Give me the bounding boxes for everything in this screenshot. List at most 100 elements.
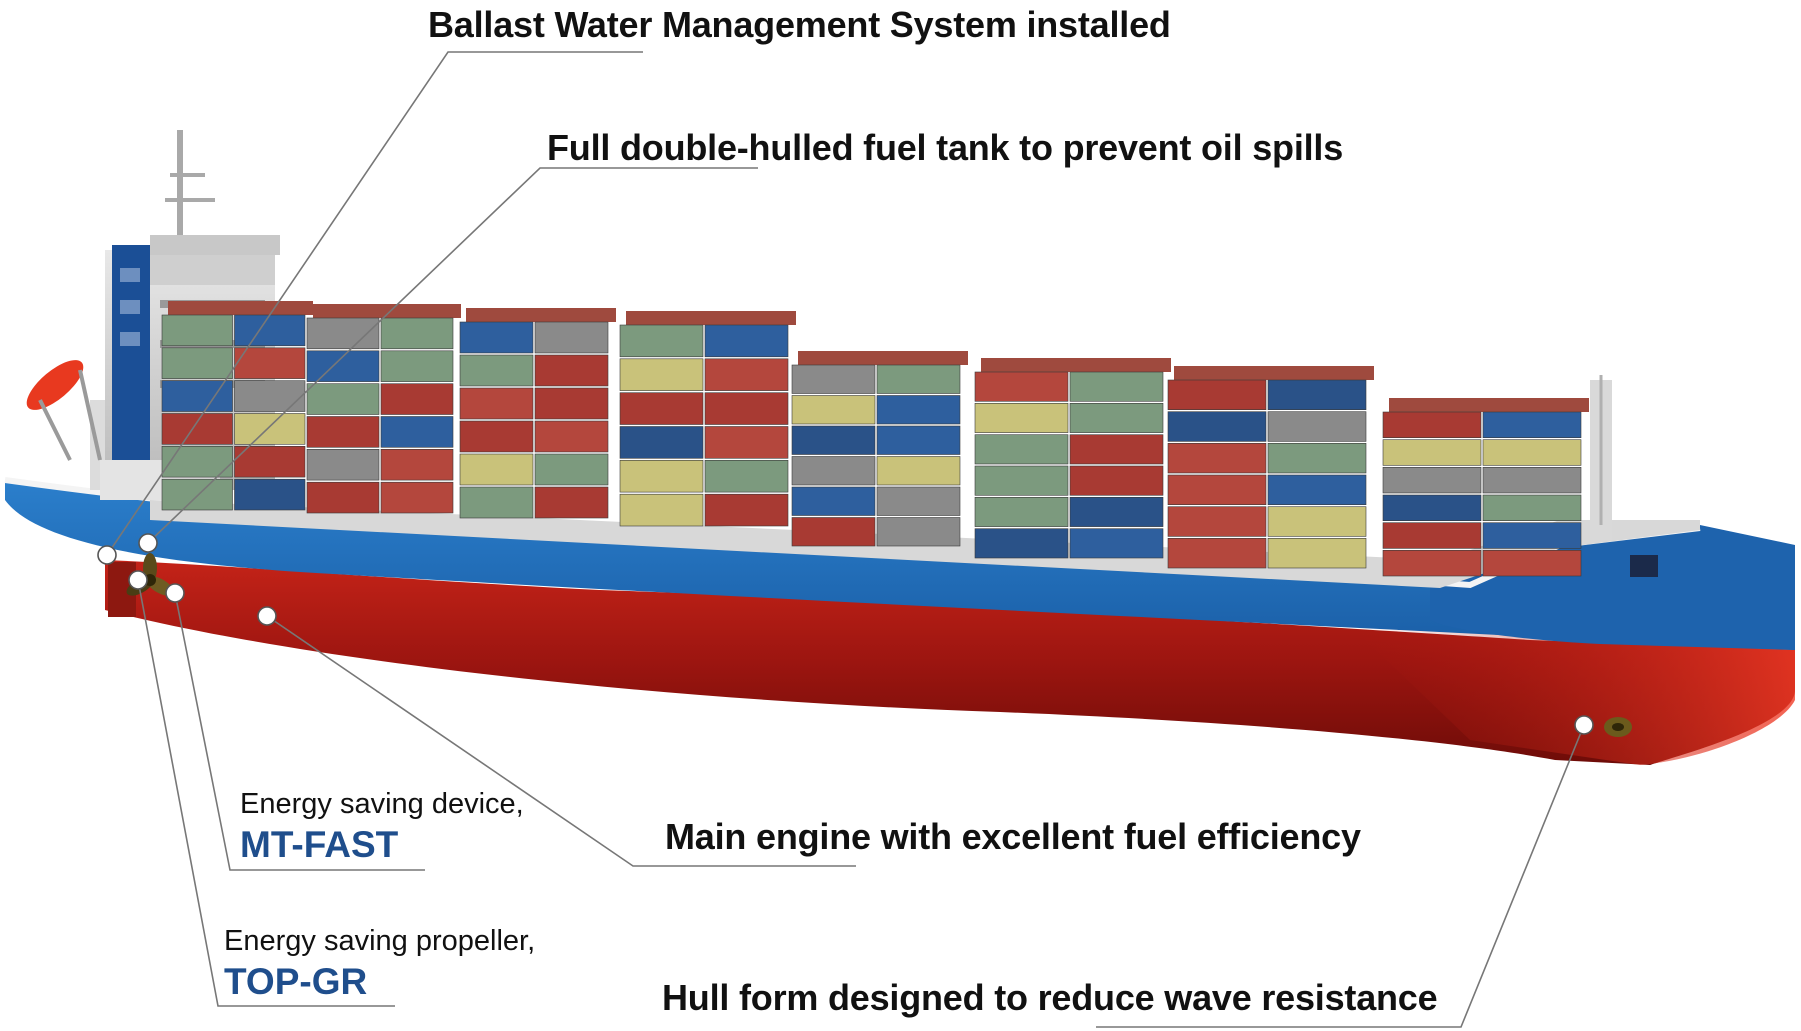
leader-lines bbox=[106, 51, 1585, 1028]
container bbox=[974, 434, 1069, 465]
container bbox=[704, 493, 789, 527]
container bbox=[974, 371, 1069, 402]
container bbox=[459, 486, 534, 519]
container bbox=[1382, 494, 1482, 522]
container bbox=[380, 350, 454, 382]
leader-hull-form bbox=[1096, 724, 1585, 1028]
container bbox=[1167, 379, 1267, 411]
leader-main-engine bbox=[266, 615, 856, 867]
container bbox=[380, 317, 454, 350]
container bbox=[791, 486, 876, 516]
container bbox=[704, 324, 789, 358]
container bbox=[619, 493, 704, 527]
container bbox=[161, 413, 233, 445]
container-top bbox=[1174, 366, 1374, 380]
container bbox=[704, 392, 789, 425]
container bbox=[974, 402, 1069, 433]
container bbox=[1382, 522, 1482, 549]
fore-mast bbox=[1590, 375, 1658, 577]
container-top bbox=[798, 351, 968, 365]
container bbox=[1482, 439, 1582, 466]
marker-mtfast bbox=[165, 583, 185, 603]
container bbox=[704, 358, 789, 391]
container bbox=[1267, 506, 1367, 537]
container bbox=[459, 321, 534, 354]
marker-hull-form bbox=[1574, 715, 1594, 735]
container bbox=[791, 395, 876, 425]
container bbox=[1069, 434, 1164, 465]
container bbox=[876, 425, 961, 455]
label-topgr-desc: Energy saving propeller, bbox=[224, 925, 536, 957]
container bbox=[306, 448, 380, 481]
container bbox=[1069, 402, 1164, 433]
leader-topgr bbox=[137, 579, 395, 1007]
container bbox=[234, 380, 306, 412]
container bbox=[1069, 465, 1164, 496]
container bbox=[1167, 506, 1267, 537]
label-ballast-water: Ballast Water Management System installe… bbox=[428, 4, 1171, 45]
label-hull-form: Hull form designed to reduce wave resist… bbox=[662, 977, 1438, 1018]
container bbox=[1482, 522, 1582, 549]
container bbox=[619, 324, 704, 358]
label-mtfast-name: MT-FAST bbox=[240, 824, 399, 865]
hull-red bbox=[105, 560, 1795, 765]
container bbox=[534, 387, 609, 420]
container bbox=[876, 395, 961, 425]
label-main-engine: Main engine with excellent fuel efficien… bbox=[665, 816, 1361, 857]
container bbox=[459, 420, 534, 453]
container bbox=[306, 481, 380, 514]
container-top bbox=[626, 311, 796, 325]
container bbox=[534, 420, 609, 453]
container bbox=[791, 425, 876, 455]
container bbox=[1482, 466, 1582, 494]
hull-blue bbox=[5, 480, 1795, 650]
container bbox=[380, 448, 454, 481]
leader-ballast bbox=[106, 51, 643, 556]
container bbox=[974, 528, 1069, 559]
container bbox=[1167, 474, 1267, 506]
label-double-hull: Full double-hulled fuel tank to prevent … bbox=[547, 127, 1344, 168]
container bbox=[234, 314, 306, 347]
container bbox=[1167, 411, 1267, 442]
leader-double-hull bbox=[147, 167, 758, 544]
container bbox=[234, 478, 306, 511]
container bbox=[1267, 411, 1367, 442]
container bbox=[1267, 537, 1367, 569]
container bbox=[619, 459, 704, 493]
container bbox=[791, 517, 876, 547]
container bbox=[459, 453, 534, 486]
container-top bbox=[981, 358, 1171, 372]
container bbox=[1267, 442, 1367, 474]
container bbox=[534, 321, 609, 354]
container bbox=[1382, 466, 1482, 494]
container bbox=[380, 416, 454, 448]
label-mtfast-desc: Energy saving device, bbox=[240, 788, 524, 820]
container-stacks bbox=[161, 301, 1589, 577]
container-top bbox=[1389, 398, 1589, 412]
container bbox=[1069, 528, 1164, 559]
container bbox=[234, 413, 306, 445]
callout-markers bbox=[97, 533, 1594, 735]
container bbox=[534, 486, 609, 519]
container bbox=[1167, 442, 1267, 474]
container bbox=[974, 465, 1069, 496]
container bbox=[459, 354, 534, 387]
container bbox=[1069, 496, 1164, 527]
container-top bbox=[168, 301, 313, 315]
container bbox=[1069, 371, 1164, 402]
container bbox=[161, 478, 233, 511]
hull-red-bow-highlight bbox=[1350, 625, 1795, 765]
container bbox=[619, 358, 704, 391]
container bbox=[459, 387, 534, 420]
container bbox=[1167, 537, 1267, 569]
container bbox=[534, 453, 609, 486]
container bbox=[791, 456, 876, 486]
container bbox=[1382, 439, 1482, 466]
container bbox=[1267, 379, 1367, 411]
marker-double-hull bbox=[138, 533, 158, 553]
container-top bbox=[313, 304, 461, 318]
bow-thruster bbox=[1604, 717, 1632, 737]
container bbox=[234, 347, 306, 379]
container bbox=[380, 481, 454, 514]
